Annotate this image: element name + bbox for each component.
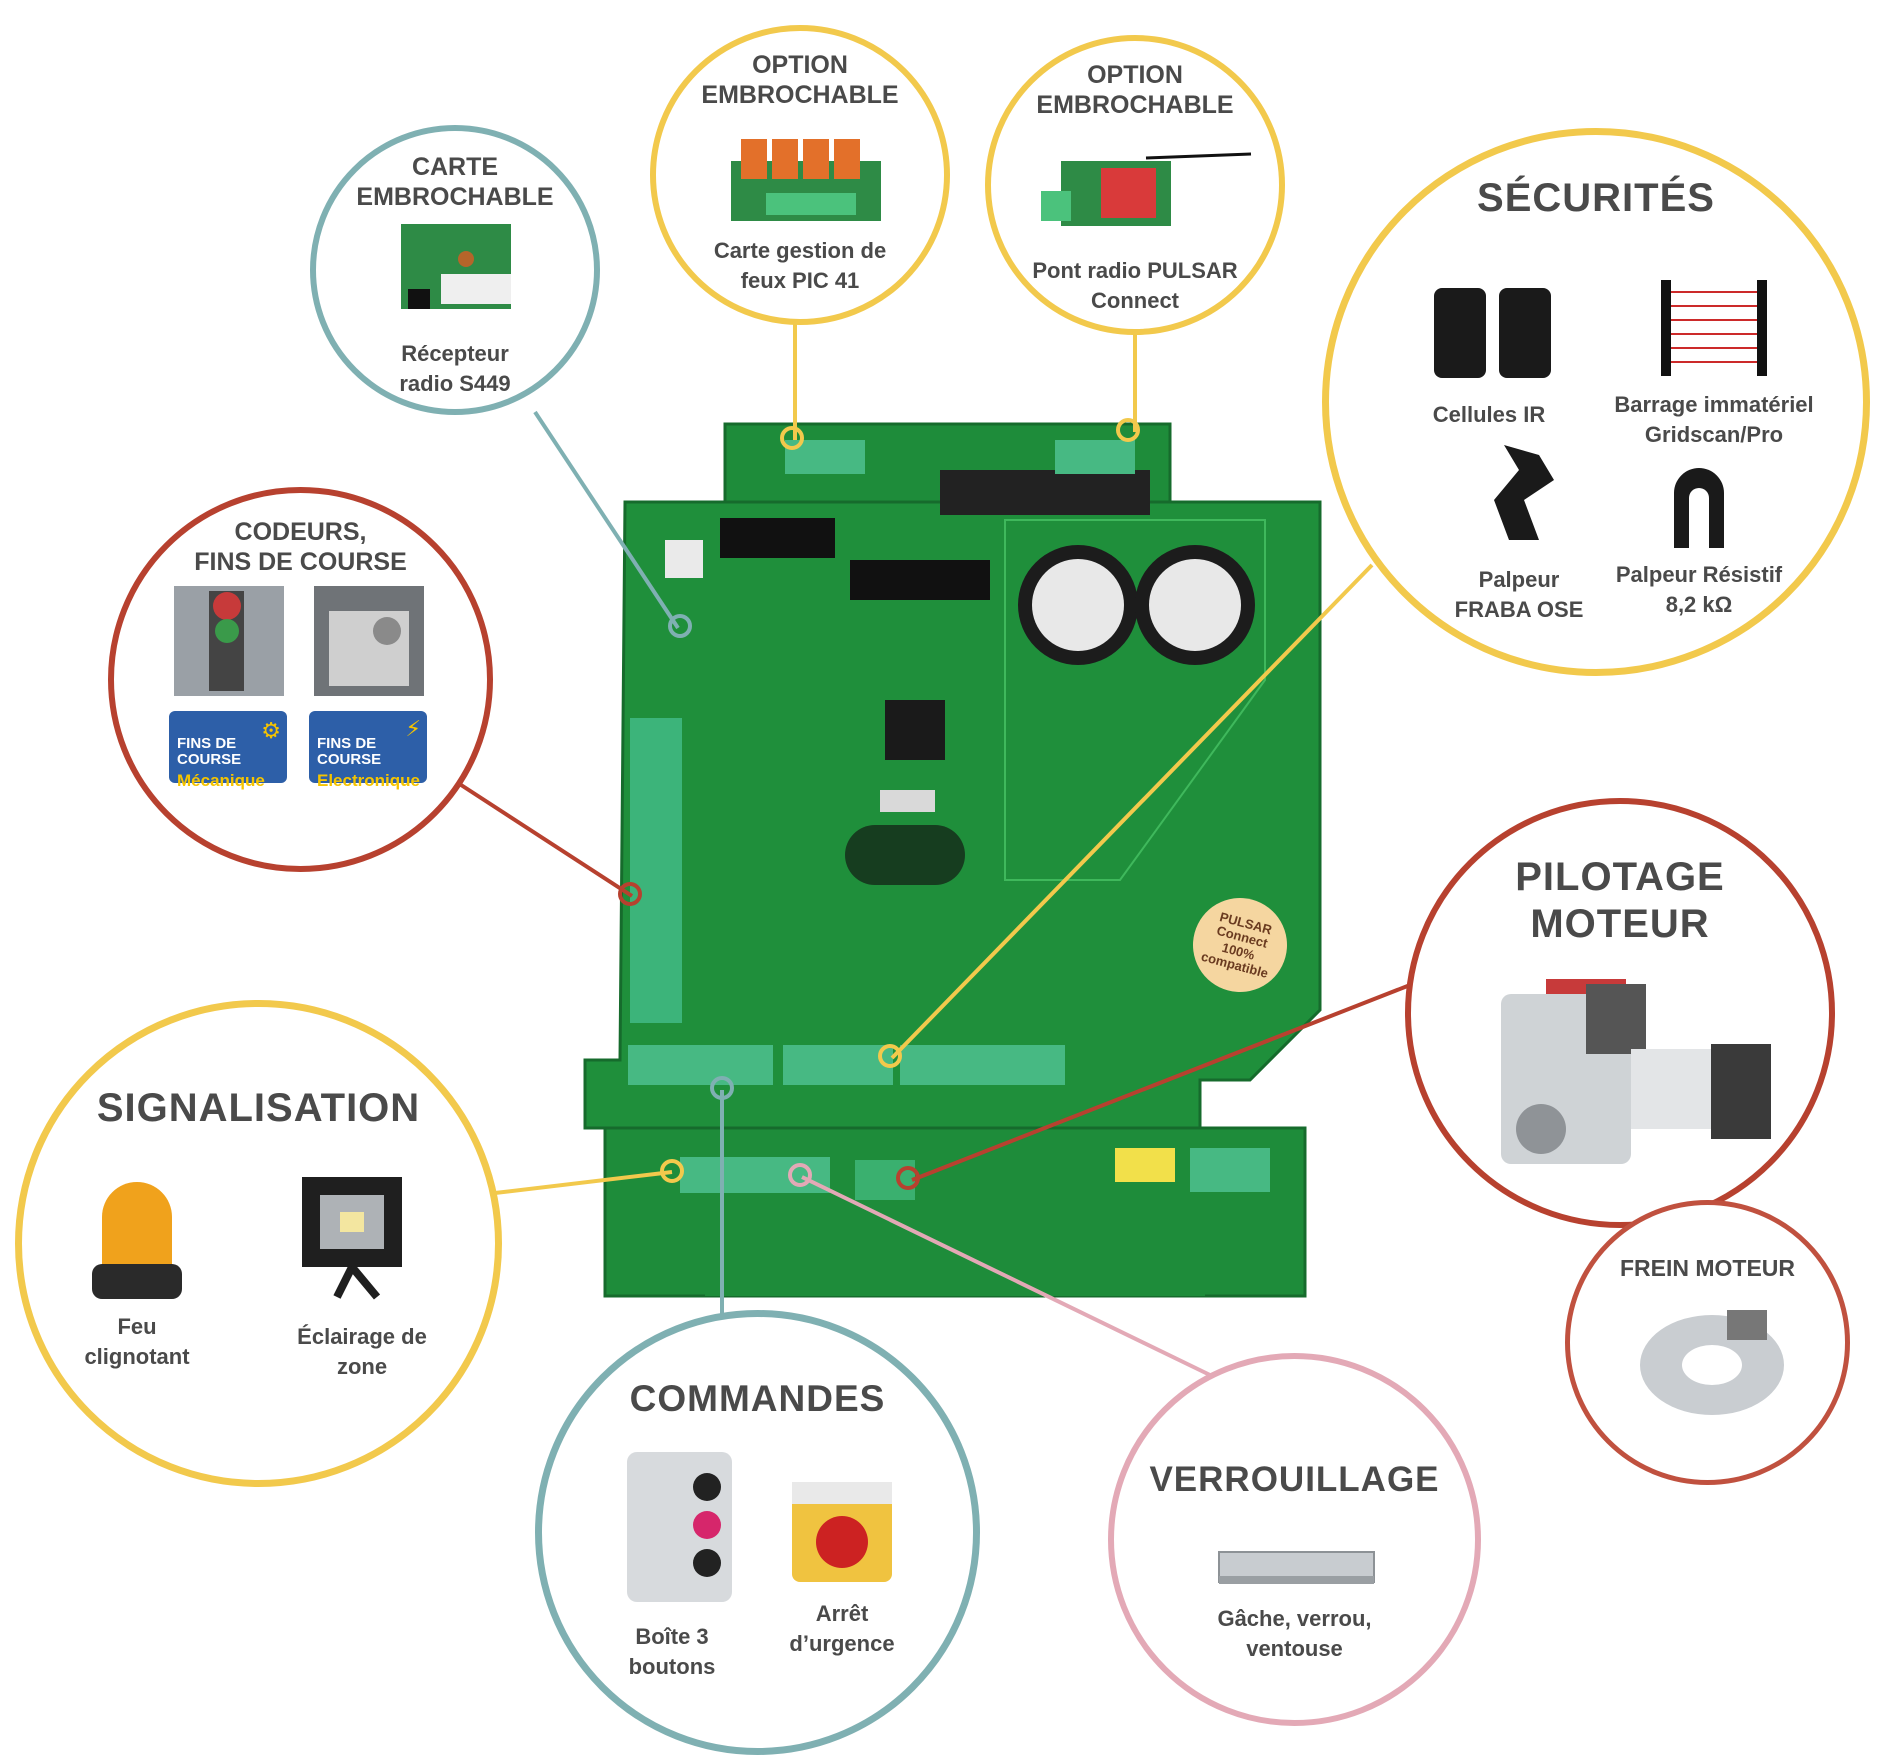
badge-line1: FINS DE COURSE — [317, 734, 382, 768]
node-caption: Pont radio PULSAR Connect — [1032, 258, 1238, 313]
signalisation-item-label: Feu clignotant — [84, 1314, 190, 1369]
ribbon-header-1 — [720, 518, 835, 558]
fraba-sensor-icon — [1494, 445, 1554, 540]
node-title: CARTE EMBROCHABLE — [356, 153, 554, 211]
node-title: CODEURS, FINS DE COURSE — [194, 518, 407, 576]
connector-dot-commandes — [710, 1076, 734, 1100]
main-board — [583, 500, 1322, 1130]
terminal-lower-2 — [1115, 1148, 1175, 1182]
lower-board-tab — [705, 1196, 1205, 1296]
badge-line1: FINS DE COURSE — [177, 734, 242, 768]
node-commandes: COMMANDES Boîte 3 boutons Arrêt d’urgenc… — [535, 1310, 980, 1755]
terminal-bottom-1 — [628, 1045, 773, 1085]
cpu-chip — [885, 700, 945, 760]
commandes-item-label: Boîte 3 boutons — [628, 1624, 716, 1679]
node-caption: Gâche, verrou, ventouse — [1217, 1606, 1372, 1661]
badge-mechanical: FINS DE COURSE Mécanique ⚙ — [169, 711, 287, 789]
option-header-2 — [1055, 440, 1135, 474]
node-title: OPTION EMBROCHABLE — [1036, 61, 1234, 119]
node-title: SÉCURITÉS — [1477, 176, 1715, 220]
securites-item-label: Barrage immatériel Gridscan/Pro — [1614, 392, 1814, 447]
node-codeurs: CODEURS, FINS DE COURSE FINS DE COURSE M… — [108, 487, 493, 872]
connector-pilotage — [911, 983, 1411, 1182]
node-title: FREIN MOTEUR — [1619, 1255, 1796, 1281]
ribbon-header-2 — [850, 560, 990, 600]
mechanical-limit-switch-icon — [174, 586, 284, 696]
motor-brake-icon — [1640, 1310, 1784, 1415]
badge-line2: Electronique — [317, 770, 420, 790]
securites-item-label: Palpeur Résistif 8,2 kΩ — [1615, 562, 1783, 617]
radio-receiver-icon — [401, 224, 511, 309]
floodlight-icon — [302, 1177, 402, 1300]
connector-dot-option1 — [780, 426, 804, 450]
beacon-icon — [92, 1182, 182, 1299]
node-verrouillage: VERROUILLAGE Gâche, verrou, ventouse — [1108, 1353, 1481, 1726]
connector-carte — [533, 410, 680, 630]
node-caption: Carte gestion de feux PIC 41 — [713, 238, 887, 293]
commandes-item-label: Arrêt d’urgence — [789, 1601, 895, 1656]
node-option-feux: OPTION EMBROCHABLE Carte gestion de feux… — [650, 25, 950, 325]
node-title: OPTION EMBROCHABLE — [701, 51, 899, 109]
magnetic-lock-icon — [1218, 1551, 1375, 1584]
node-pilotage-moteur: PILOTAGE MOTEUR — [1405, 798, 1835, 1228]
node-caption: Récepteur radio S449 — [399, 341, 511, 396]
emergency-stop-icon — [792, 1482, 892, 1582]
securites-item-label: Cellules IR — [1432, 402, 1546, 427]
connector-dot-carte — [668, 614, 692, 638]
usb-port — [880, 790, 935, 812]
connector-dot-option2 — [1116, 418, 1140, 442]
radio-header — [665, 540, 703, 578]
badge-line2: Mécanique — [177, 770, 265, 790]
motor-icon — [1501, 979, 1771, 1164]
connector-codeurs — [436, 768, 634, 898]
node-title: PILOTAGE MOTEUR — [1515, 855, 1725, 947]
terminal-bottom-2 — [783, 1045, 893, 1085]
securites-item-label: Palpeur FRABA OSE — [1454, 567, 1584, 622]
node-signalisation: SIGNALISATION Feu clignotant Éclairage d… — [15, 1000, 502, 1487]
light-curtain-icon — [1661, 280, 1767, 376]
node-frein-moteur: FREIN MOTEUR — [1565, 1200, 1850, 1485]
node-title: VERROUILLAGE — [1149, 1460, 1440, 1499]
electronic-encoder-icon — [314, 586, 424, 696]
speaker — [845, 825, 965, 885]
three-button-box-icon — [627, 1452, 732, 1602]
connector-dot-verrouillage — [788, 1163, 812, 1187]
connector-signalisation — [494, 1170, 673, 1195]
terminal-left — [630, 718, 682, 1023]
node-securites: SÉCURITÉS Cellules IR Barrage immatériel… — [1322, 128, 1870, 676]
gear-icon: ⚙ — [261, 718, 281, 743]
pulsar-radio-bridge-icon — [1041, 152, 1252, 226]
connector-dot-securites — [878, 1044, 902, 1068]
transformer — [940, 470, 1150, 515]
signalisation-item-label: Éclairage de zone — [297, 1324, 427, 1379]
connector-verrouillage — [801, 1175, 1211, 1377]
connector-dot-pilotage — [896, 1166, 920, 1190]
node-title: SIGNALISATION — [96, 1086, 421, 1130]
badge-electronic: FINS DE COURSE Electronique ⚡ — [309, 711, 427, 789]
connector-securites — [890, 563, 1374, 1060]
traffic-light-card-icon — [731, 139, 881, 221]
connector-dot-signalisation — [660, 1159, 684, 1183]
lightning-icon: ⚡ — [405, 716, 421, 741]
terminal-lower-3 — [1190, 1148, 1270, 1192]
node-title: COMMANDES — [629, 1378, 886, 1419]
connector-dot-codeurs — [618, 882, 642, 906]
ir-cells-icon — [1434, 288, 1551, 378]
node-option-pulsar: OPTION EMBROCHABLE Pont radio PULSAR Con… — [985, 35, 1285, 335]
resistive-sensor-icon — [1674, 468, 1724, 548]
node-carte-embrochable: CARTE EMBROCHABLE Récepteur radio S449 — [310, 125, 600, 415]
power-section-outline — [1004, 519, 1266, 881]
terminal-bottom-3 — [900, 1045, 1065, 1085]
